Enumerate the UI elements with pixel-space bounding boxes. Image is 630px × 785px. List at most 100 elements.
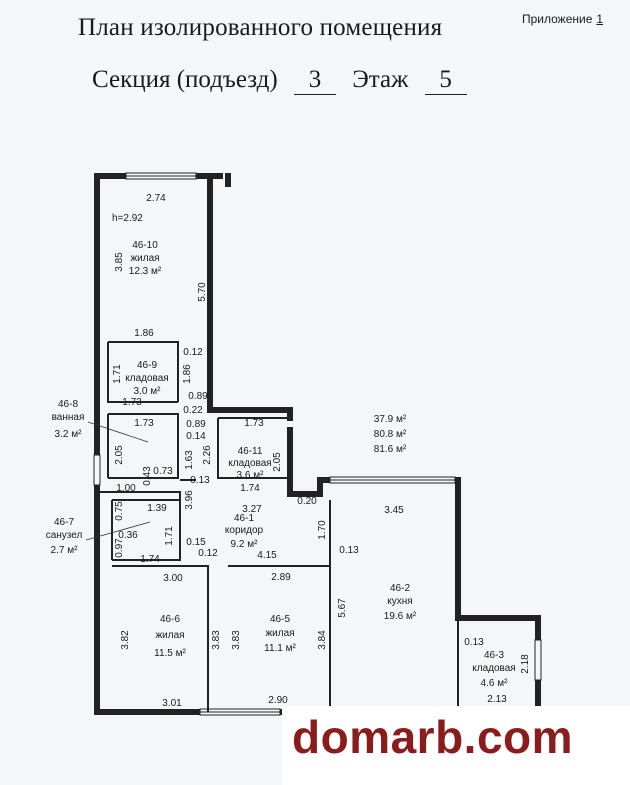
dim-label: 1.74 <box>140 554 160 565</box>
dim-label: 0.36 <box>118 530 138 541</box>
total-area-full: 81.6 м² <box>374 444 407 455</box>
appendix-number: 1 <box>596 12 604 26</box>
floor-label: Этаж <box>352 66 409 93</box>
dim-label: 3.83 <box>231 630 242 650</box>
svg-text:46-5: 46-5 <box>270 614 290 625</box>
dim-label: 1.73 <box>244 418 264 429</box>
dim-label: 2.74 <box>146 193 166 204</box>
watermark-logo: domarb.com <box>292 711 574 763</box>
room-46-5: 46-5 жилая 11.1 м² <box>264 614 296 654</box>
svg-text:3.6 м²: 3.6 м² <box>237 470 265 481</box>
dim-label: 1.39 <box>147 503 167 514</box>
svg-text:46-9: 46-9 <box>137 360 157 371</box>
svg-text:3.2 м²: 3.2 м² <box>55 429 83 440</box>
svg-text:санузел: санузел <box>46 530 83 541</box>
svg-text:3.0 м²: 3.0 м² <box>134 386 162 397</box>
room-46-3: 46-3 кладовая 4.6 м² <box>472 650 515 689</box>
svg-text:жилая: жилая <box>265 628 294 639</box>
svg-text:46-3: 46-3 <box>484 650 504 661</box>
svg-text:ванная: ванная <box>52 412 85 423</box>
dim-label: 1.73 <box>134 418 154 429</box>
dim-label: 3.27 <box>242 504 262 515</box>
dim-label: 1.86 <box>182 364 193 384</box>
room-46-2: 46-2 кухня 19.6 м² <box>384 583 417 622</box>
dim-label: 1.71 <box>164 526 175 546</box>
svg-text:46-7: 46-7 <box>54 517 74 528</box>
dim-label: 3.45 <box>384 505 404 516</box>
section-label: Секция (подъезд) <box>92 66 278 93</box>
dim-label: 2.18 <box>520 654 531 674</box>
dim-label: 3.00 <box>163 573 183 584</box>
svg-text:кладовая: кладовая <box>472 663 515 674</box>
appendix-text: Приложение <box>522 12 593 26</box>
dim-label: 0.89 <box>186 419 206 430</box>
room-46-9: 46-9 кладовая 3.0 м² <box>125 360 168 397</box>
dim-label: 0.13 <box>190 475 210 486</box>
svg-text:9.2 м²: 9.2 м² <box>231 539 259 550</box>
dim-label: 1.74 <box>240 483 260 494</box>
dim-label: 0.12 <box>198 548 218 559</box>
svg-text:46-8: 46-8 <box>58 399 78 410</box>
dim-label: 0.75 <box>114 501 125 521</box>
dim-label: 0.13 <box>464 637 484 648</box>
watermark-background <box>282 706 630 785</box>
dim-label: 0.14 <box>186 431 206 442</box>
dim-label: 0.13 <box>339 545 359 556</box>
dim-label: 1.71 <box>112 364 123 384</box>
dim-label: 3.96 <box>184 490 195 510</box>
dim-label: 1.00 <box>116 483 136 494</box>
svg-text:2.7 м²: 2.7 м² <box>51 545 79 556</box>
dim-label: 0.22 <box>183 405 203 416</box>
dim-label: 1.86 <box>134 328 154 339</box>
plan-title: План изолированного помещения <box>78 14 443 41</box>
room-name: жилая <box>130 253 159 264</box>
section-value: 3 <box>293 66 336 95</box>
dim-label: 5.67 <box>337 598 348 618</box>
dim-label: 3.84 <box>317 630 328 650</box>
dim-label: 0.20 <box>297 496 317 507</box>
dim-label: 3.82 <box>120 630 131 650</box>
partitions <box>100 341 459 712</box>
room-area: 12.3 м² <box>129 266 162 277</box>
dim-label: 1.63 <box>184 450 195 470</box>
floor-value: 5 <box>424 66 467 95</box>
dim-label: 5.70 <box>197 282 208 302</box>
svg-text:11.1 м²: 11.1 м² <box>264 643 296 654</box>
svg-text:кладовая: кладовая <box>228 458 271 469</box>
dim-label: 2.05 <box>272 452 283 472</box>
totals-block: 37.9 м² 80.8 м² 81.6 м² <box>374 414 407 455</box>
dim-label: 3.85 <box>114 252 125 272</box>
dim-label: 0.73 <box>153 466 173 477</box>
room-46-10: 46-10 жилая 12.3 м² <box>129 240 162 277</box>
ceiling-height: h=2.92 <box>112 213 143 224</box>
dim-label: 2.89 <box>271 572 291 583</box>
dim-label: 2.05 <box>114 445 125 465</box>
svg-text:19.6 м²: 19.6 м² <box>384 611 417 622</box>
dim-label: 0.15 <box>186 537 206 548</box>
svg-text:кладовая: кладовая <box>125 373 168 384</box>
svg-text:коридор: коридор <box>225 525 264 536</box>
svg-text:46-1: 46-1 <box>234 513 254 524</box>
total-living: 37.9 м² <box>374 414 407 425</box>
dim-label: 4.15 <box>257 550 277 561</box>
room-46-6: 46-6 жилая 11.5 м² <box>154 614 186 659</box>
dim-label: 0.43 <box>142 466 153 486</box>
svg-text:жилая: жилая <box>155 630 184 641</box>
dim-label: 2.90 <box>268 695 288 706</box>
svg-text:4.6 м²: 4.6 м² <box>481 678 509 689</box>
dim-label: 0.97 <box>114 538 125 558</box>
total-area: 80.8 м² <box>374 429 407 440</box>
svg-text:46-6: 46-6 <box>160 614 180 625</box>
svg-text:46-2: 46-2 <box>390 583 410 594</box>
room-46-1: 46-1 коридор 9.2 м² <box>225 513 264 550</box>
dim-label: 1.73 <box>122 397 142 408</box>
room-46-7: 46-7 санузел 2.7 м² <box>46 517 151 556</box>
room-code: 46-10 <box>132 240 158 251</box>
dimensions: 2.74 3.85 5.70 1.86 0.12 1.71 1.86 0.89 … <box>112 193 531 709</box>
dim-label: 3.01 <box>162 698 182 709</box>
dim-label: 1.70 <box>317 520 328 540</box>
dim-label: 0.12 <box>183 347 203 358</box>
room-46-11: 46-11 кладовая 3.6 м² <box>228 446 271 481</box>
